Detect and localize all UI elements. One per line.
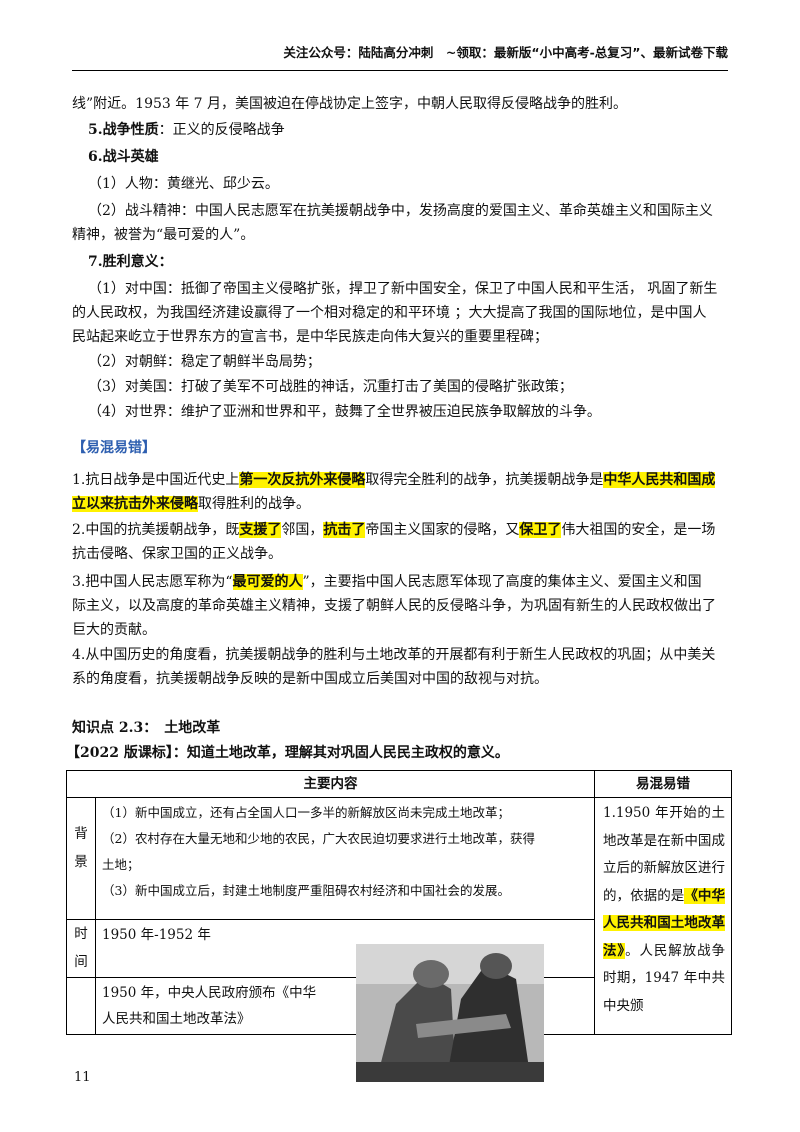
text-run: 邻国， [281, 522, 324, 538]
knowledge-point-title: 知识点 2.3： 土地改革 [72, 720, 221, 736]
paragraph-armistice: 线”附近。1953 年 7 月，美国被迫在停战协定上签字，中朝人民取得反侵略战争… [72, 96, 628, 112]
table-header-row: 主要内容 易混易错 [66, 770, 732, 798]
confusion-item-4-line2: 系的角度看，抗美援朝战争反映的是新中国成立后美国对中国的敌视与对抗。 [72, 671, 548, 687]
confusion-item-3-line2: 际主义，以及高度的革命英雄主义精神，支援了朝鲜人民的反侵略斗争，为巩固有新生的人… [72, 598, 716, 614]
confusion-item-1-line1: 1.抗日战争是中国近代史上第一次反抗外来侵略取得完全胜利的战争，抗美援朝战争是中… [72, 468, 732, 492]
text-run: 2.中国的抗美援朝战争，既 [72, 522, 240, 538]
text-run: 1.抗日战争是中国近代史上 [72, 472, 240, 488]
significance-china-line1: （1）对中国：抵御了帝国主义侵略扩张，捍卫了新中国安全，保卫了中国人民和平生活，… [88, 281, 718, 297]
section-title-significance: 7.胜利意义： [88, 254, 173, 270]
background-point-3: （3）新中国成立后，封建土地制度严重阻碍农村经济和中国社会的发展。 [102, 883, 510, 898]
page-number: 11 [74, 1070, 91, 1085]
label-char: 间 [74, 954, 88, 970]
significance-usa: （3）对美国：打破了美军不可战胜的神话，沉重打击了美国的侵略扩张政策； [88, 379, 573, 395]
significance-china-line2: 的人民政权，为我国经济建设赢得了一个相对稳定的和平环境 ；大大提高了我国的国际地… [72, 305, 707, 321]
confusion-item-3-line1: 3.把中国人民志愿军称为“最可爱的人”，主要指中国人民志愿军体现了高度的集体主义… [72, 570, 732, 594]
confusion-item-1-line2: 立以来抗击外来侵略取得胜利的战争。 [72, 492, 732, 516]
header-main-content: 主要内容 [66, 770, 595, 798]
section-title: 5.战争性质 [88, 122, 159, 138]
text-run: 取得胜利的战争。 [198, 496, 310, 512]
text-run: 帝国主义国家的侵略，又 [365, 522, 520, 538]
section-text: ：正义的反侵略战争 [158, 122, 285, 138]
heroes-spirit-line2: 精神，被誉为“最可爱的人”。 [72, 227, 255, 243]
highlight: 中华人民共和国成 [603, 472, 716, 488]
header-divider [72, 70, 728, 71]
significance-world: （4）对世界：维护了亚洲和世界和平，鼓舞了全世界被压迫民族争取解放的斗争。 [88, 404, 601, 420]
heroes-people: （1）人物：黄继光、邱少云。 [88, 176, 279, 192]
highlight: 立以来抗击外来侵略 [72, 496, 198, 512]
law-text: 人民共和国土地改革法》 [102, 1011, 251, 1027]
confusion-item-2-line1: 2.中国的抗美援朝战争，既支援了邻国，抗击了帝国主义国家的侵略，又保卫了伟大祖国… [72, 518, 732, 542]
section-war-nature: 5.战争性质：正义的反侵略战争 [88, 118, 748, 142]
header-confusion: 易混易错 [594, 770, 732, 798]
highlight: 最可爱的人 [232, 574, 303, 590]
confusion-text: 1.1950 年开始的土地改革是在新中国成立后的新解放区进行的，依据的是 [603, 805, 725, 904]
confusion-label: 【易混易错】 [72, 440, 156, 456]
text-run: 3.把中国人民志愿军称为“ [72, 574, 233, 590]
background-content: （1）新中国成立，还有占全国人口一多半的新解放区尚未完成土地改革； （2）农村存… [95, 797, 595, 920]
land-reform-photo [356, 944, 544, 1082]
highlight: 保卫了 [519, 522, 562, 538]
confusion-text: 。人民解放战争时期，1947 年中共中央颁 [603, 942, 725, 1014]
label-char: 背 [74, 826, 88, 842]
text-run: 取得完全胜利的战争，抗美援朝战争是 [365, 472, 604, 488]
label-char: 时 [74, 926, 88, 942]
significance-china-line3: 民站起来屹立于世界东方的宣言书，是中华民族走向伟大复兴的重要里程碑； [72, 329, 548, 345]
background-point-2-cont: 土地； [102, 857, 140, 872]
significance-korea: （2）对朝鲜：稳定了朝鲜半岛局势； [88, 354, 321, 370]
text-run: 伟大祖国的安全，是一场 [561, 522, 716, 538]
row-label-time: 时 间 [66, 919, 96, 978]
highlight: 第一次反抗外来侵略 [239, 472, 366, 488]
page-header: 关注公众号：陆陆高分冲刺 ~领取：最新版“小中高考-总复习”、最新试卷下载 [283, 45, 728, 60]
highlight: 抗击了 [323, 522, 366, 538]
background-point-2: （2）农村存在大量无地和少地的农民，广大农民迫切要求进行土地改革，获得 [102, 831, 535, 846]
law-text: 1950 年，中央人民政府颁布《中华 [102, 985, 317, 1001]
curriculum-standard: 【2022 版课标】：知道土地改革，理解其对巩固人民民主政权的意义。 [66, 745, 509, 761]
confusion-cell: 1.1950 年开始的土地改革是在新中国成立后的新解放区进行的，依据的是《中华人… [594, 797, 732, 1035]
section-title-heroes: 6.战斗英雄 [88, 149, 159, 165]
row-label-empty [66, 977, 96, 1035]
text-run: ”，主要指中国人民志愿军体现了高度的集体主义、爱国主义和国 [302, 574, 702, 590]
confusion-item-2-line2: 抗击侵略、保家卫国的正义战争。 [72, 546, 282, 562]
table-row-background: 背 景 （1）新中国成立，还有占全国人口一多半的新解放区尚未完成土地改革； （2… [66, 797, 732, 1035]
row-label-background: 背 景 [66, 797, 96, 920]
heroes-spirit-line1: （2）战斗精神：中国人民志愿军在抗美援朝战争中，发扬高度的爱国主义、革命英雄主义… [88, 203, 713, 219]
confusion-item-3-line3: 巨大的贡献。 [72, 622, 156, 638]
highlight: 支援了 [239, 522, 282, 538]
photo-illustration [356, 944, 544, 1082]
label-char: 景 [74, 854, 88, 870]
confusion-item-4-line1: 4.从中国历史的角度看，抗美援朝战争的胜利与土地改革的开展都有利于新生人民政权的… [72, 647, 716, 663]
background-point-1: （1）新中国成立，还有占全国人口一多半的新解放区尚未完成土地改革； [102, 805, 510, 820]
